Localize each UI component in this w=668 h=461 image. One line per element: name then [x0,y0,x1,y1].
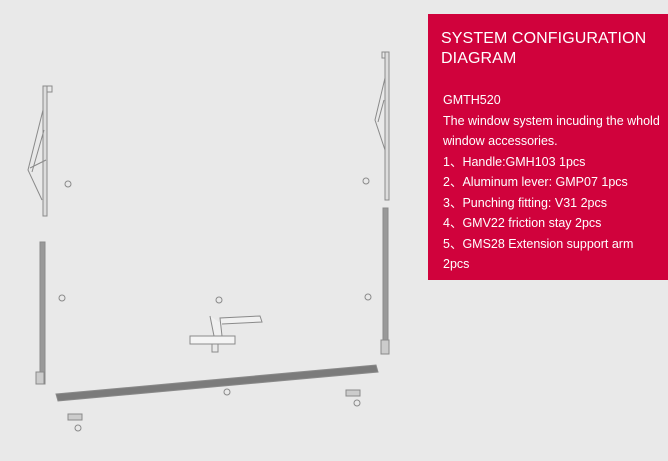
parts-list-item: 4、GMV22 friction stay 2pcs [443,216,602,230]
callout-circle [362,177,370,185]
callout-circle [64,180,72,188]
callout-circle [223,388,231,396]
handle [189,315,263,353]
right-punching-fitting [345,389,361,397]
callout-circle [364,293,372,301]
right-extension-support-arm [374,51,390,201]
parts-list-item: 5、GMS28 Extension support arm [443,236,634,251]
callout-circle [58,294,66,302]
parts-list-item: 2、Aluminum lever: GMP07 1pcs [443,175,628,189]
callout-circle [353,399,361,407]
model-number: GMTH520 [443,93,501,107]
parts-list-item: 3、Punching fitting: V31 2pcs [443,195,607,210]
right-friction-stay [380,207,390,355]
panel-title: SYSTEM CONFIGURATION DIAGRAM [441,30,647,67]
parts-list-item: 1、Handle:GMH103 1pcs [443,154,586,169]
callout-circle [74,424,82,432]
left-extension-support-arm [27,85,53,217]
left-friction-stay [35,241,46,385]
description: The window system incuding the whold win… [443,113,660,149]
callout-circle [215,296,223,304]
parts-list-item: 2pcs [443,257,470,271]
aluminum-lever [55,364,379,402]
configuration-info-panel: SYSTEM CONFIGURATION DIAGRAM GMTH520 The… [428,14,668,280]
left-punching-fitting [67,413,83,421]
